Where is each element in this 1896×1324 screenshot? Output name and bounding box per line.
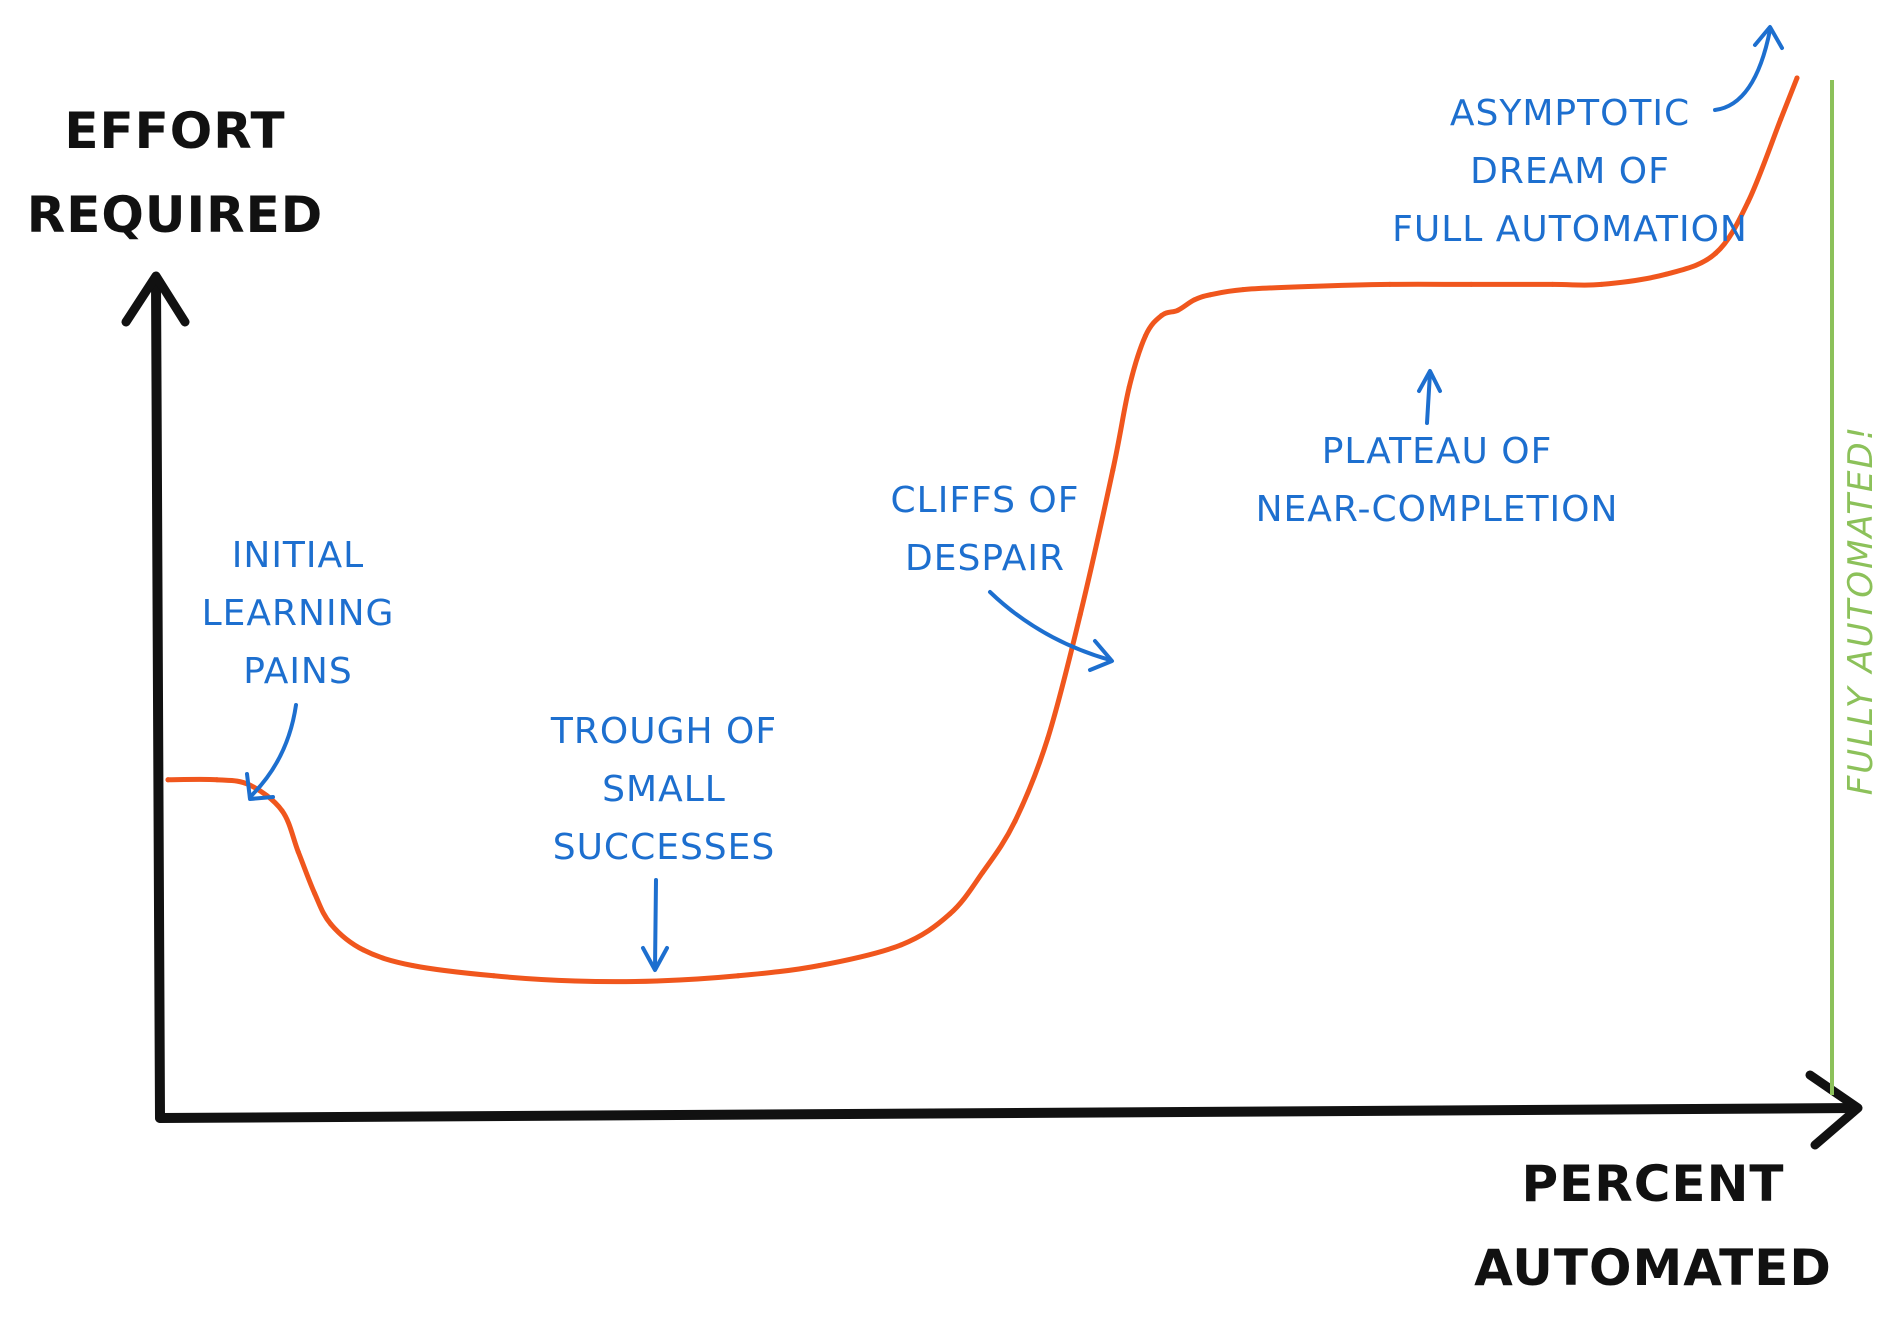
annotation-cliffs-arrow [988,590,1112,662]
annotation-trough-line-3: SUCCESSES [553,827,776,868]
x-axis-label-line-1: PERCENT [1521,1155,1784,1213]
annotation-asymptotic-line-2: DREAM OF [1470,151,1670,192]
annotation-asymptotic-line-1: ASYMPTOTIC [1450,93,1690,134]
x-axis [155,1103,1860,1123]
y-axis-arrowhead [121,271,190,327]
annotation-plateau-of-near-completion: PLATEAU OF NEAR-COMPLETION [1256,369,1619,530]
y-axis-label-line-1: EFFORT [64,102,285,160]
full-automation-label: FULLY AUTOMATED! [1841,425,1881,796]
curve-point-11 [654,978,660,984]
x-axis-arrowhead [1805,1070,1863,1150]
annotation-trough-of-small-successes: TROUGH OF SMALL SUCCESSES [550,711,777,972]
curve-point-19 [1077,612,1083,618]
annotation-plateau-arrow [1425,371,1432,425]
annotation-asymptotic-arrow [1713,28,1772,112]
curve-point-20 [1110,467,1116,473]
annotation-initial-learning-pains-line-3: PAINS [243,651,352,692]
curve-point-0 [165,777,171,783]
curve-point-30 [1468,281,1474,287]
annotation-trough-arrowhead [641,946,669,972]
curve-point-15 [947,911,953,917]
curve-point-18 [1045,736,1051,741]
curve-point-35 [1745,199,1751,205]
curve-point-31 [1550,281,1556,287]
curve-point-1 [214,777,220,783]
curve-point-24 [1175,307,1181,313]
curve-point-10 [572,978,578,984]
effort-curve [165,75,1800,985]
curve-point-6 [328,921,334,927]
annotation-trough-line-1: TROUGH OF [550,711,777,752]
curve-point-14 [898,942,904,948]
annotation-initial-learning-pains-line-2: LEARNING [202,593,395,634]
annotation-cliffs-line-1: CLIFFS OF [891,480,1080,521]
curve-point-21 [1126,385,1132,391]
annotation-initial-learning-pains-arrow [248,703,298,799]
annotation-trough-arrow [653,878,658,970]
annotation-asymptotic-arrowhead [1753,25,1784,50]
curve-point-22 [1142,333,1148,339]
curve-point-23 [1159,312,1165,318]
curve-point-29 [1387,281,1393,287]
curve-point-25 [1191,297,1197,303]
curve-point-26 [1208,292,1214,298]
annotation-initial-learning-pains: INITIAL LEARNING PAINS [202,535,395,801]
curve-point-34 [1713,250,1718,256]
annotation-plateau-line-1: PLATEAU OF [1322,431,1553,472]
curve-point-27 [1240,287,1246,293]
curve-point-17 [1012,818,1018,824]
curve-point-8 [409,963,415,968]
annotation-asymptotic-line-3: FULL AUTOMATION [1392,209,1748,250]
curve-points [165,75,1800,984]
axes [121,271,1863,1150]
annotation-cliffs-arrowhead [1088,639,1114,672]
annotation-trough-line-2: SMALL [602,769,726,810]
curve-point-3 [279,808,285,814]
curve-point-7 [361,947,366,953]
curve-point-9 [491,973,497,979]
curve-point-4 [295,849,301,855]
curve-point-13 [817,963,823,968]
annotation-initial-learning-pains-arrowhead [245,772,275,801]
y-axis [151,274,165,1123]
annotation-asymptotic-dream: ASYMPTOTIC DREAM OF FULL AUTOMATION [1392,25,1784,250]
annotation-plateau-arrowhead [1417,369,1442,393]
annotation-initial-learning-pains-line-1: INITIAL [232,535,364,576]
curve-point-37 [1794,75,1800,81]
curve-point-28 [1305,284,1311,289]
annotation-cliffs-line-2: DESPAIR [905,538,1065,579]
curve-point-36 [1778,116,1784,122]
y-axis-label-line-2: REQUIRED [27,186,324,244]
x-axis-label-line-2: AUTOMATED [1474,1239,1832,1297]
curve-point-5 [312,890,318,896]
curve-point-12 [735,973,741,979]
curve-point-33 [1664,271,1670,277]
annotation-plateau-line-2: NEAR-COMPLETION [1256,489,1619,530]
annotation-cliffs-of-despair: CLIFFS OF DESPAIR [891,480,1114,672]
curve-point-32 [1599,281,1604,287]
curve-point-16 [980,870,985,876]
